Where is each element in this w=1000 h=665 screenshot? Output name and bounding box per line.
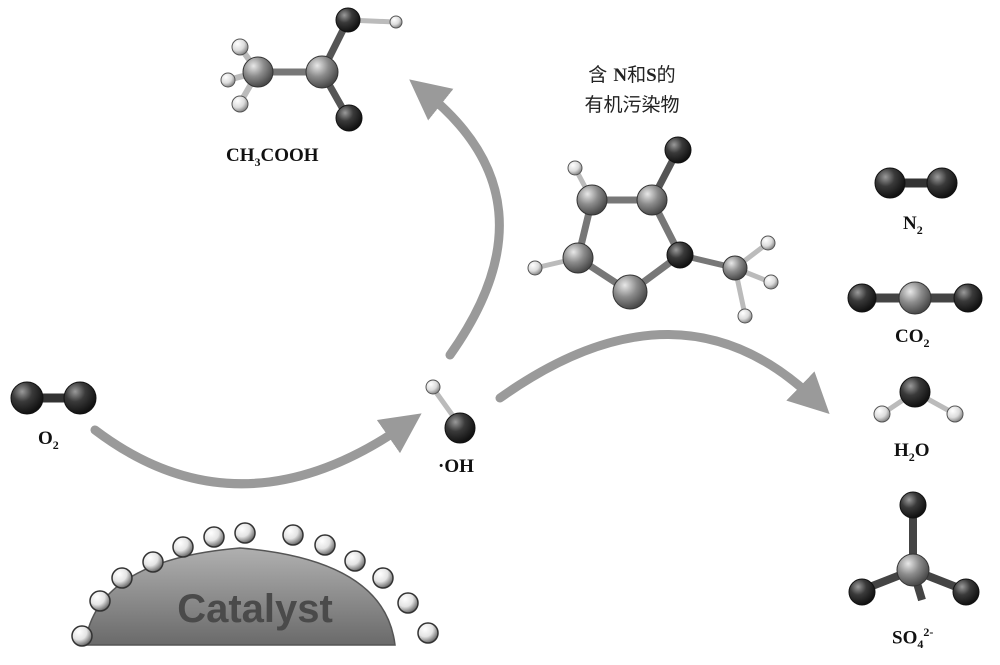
catalyst-label: Catalyst [177, 587, 333, 631]
pollutant-molecule [527, 136, 779, 324]
water-label: H2O [894, 440, 930, 464]
oxygen-molecule [10, 381, 97, 415]
pollutant-label-line2: 有机污染物 [584, 94, 680, 116]
carbon-dioxide-molecule [847, 281, 983, 315]
carbon-dioxide-label: CO2 [895, 326, 930, 350]
arrow-oh-to-products [495, 330, 830, 415]
pollutant-label: 含 N和S的 [588, 64, 676, 86]
water-molecule [873, 376, 964, 423]
catalyst-particle [71, 522, 439, 647]
hydroxyl-molecule [425, 379, 476, 444]
acetic-acid-label: CH3COOH [226, 145, 319, 169]
acetic-acid-molecule [220, 7, 403, 132]
catalyst-beads [71, 522, 439, 647]
nitrogen-molecule [874, 167, 958, 199]
sulfate-molecule [848, 491, 980, 606]
oxygen-label: O2 [38, 428, 59, 452]
arrow-oh-to-acetic-acid [409, 79, 504, 360]
hydroxyl-label: ·OH [438, 456, 474, 477]
sulfate-label: SO42- [892, 625, 934, 652]
arrow-o2-to-oh [90, 413, 422, 489]
nitrogen-label: N2 [903, 213, 923, 237]
